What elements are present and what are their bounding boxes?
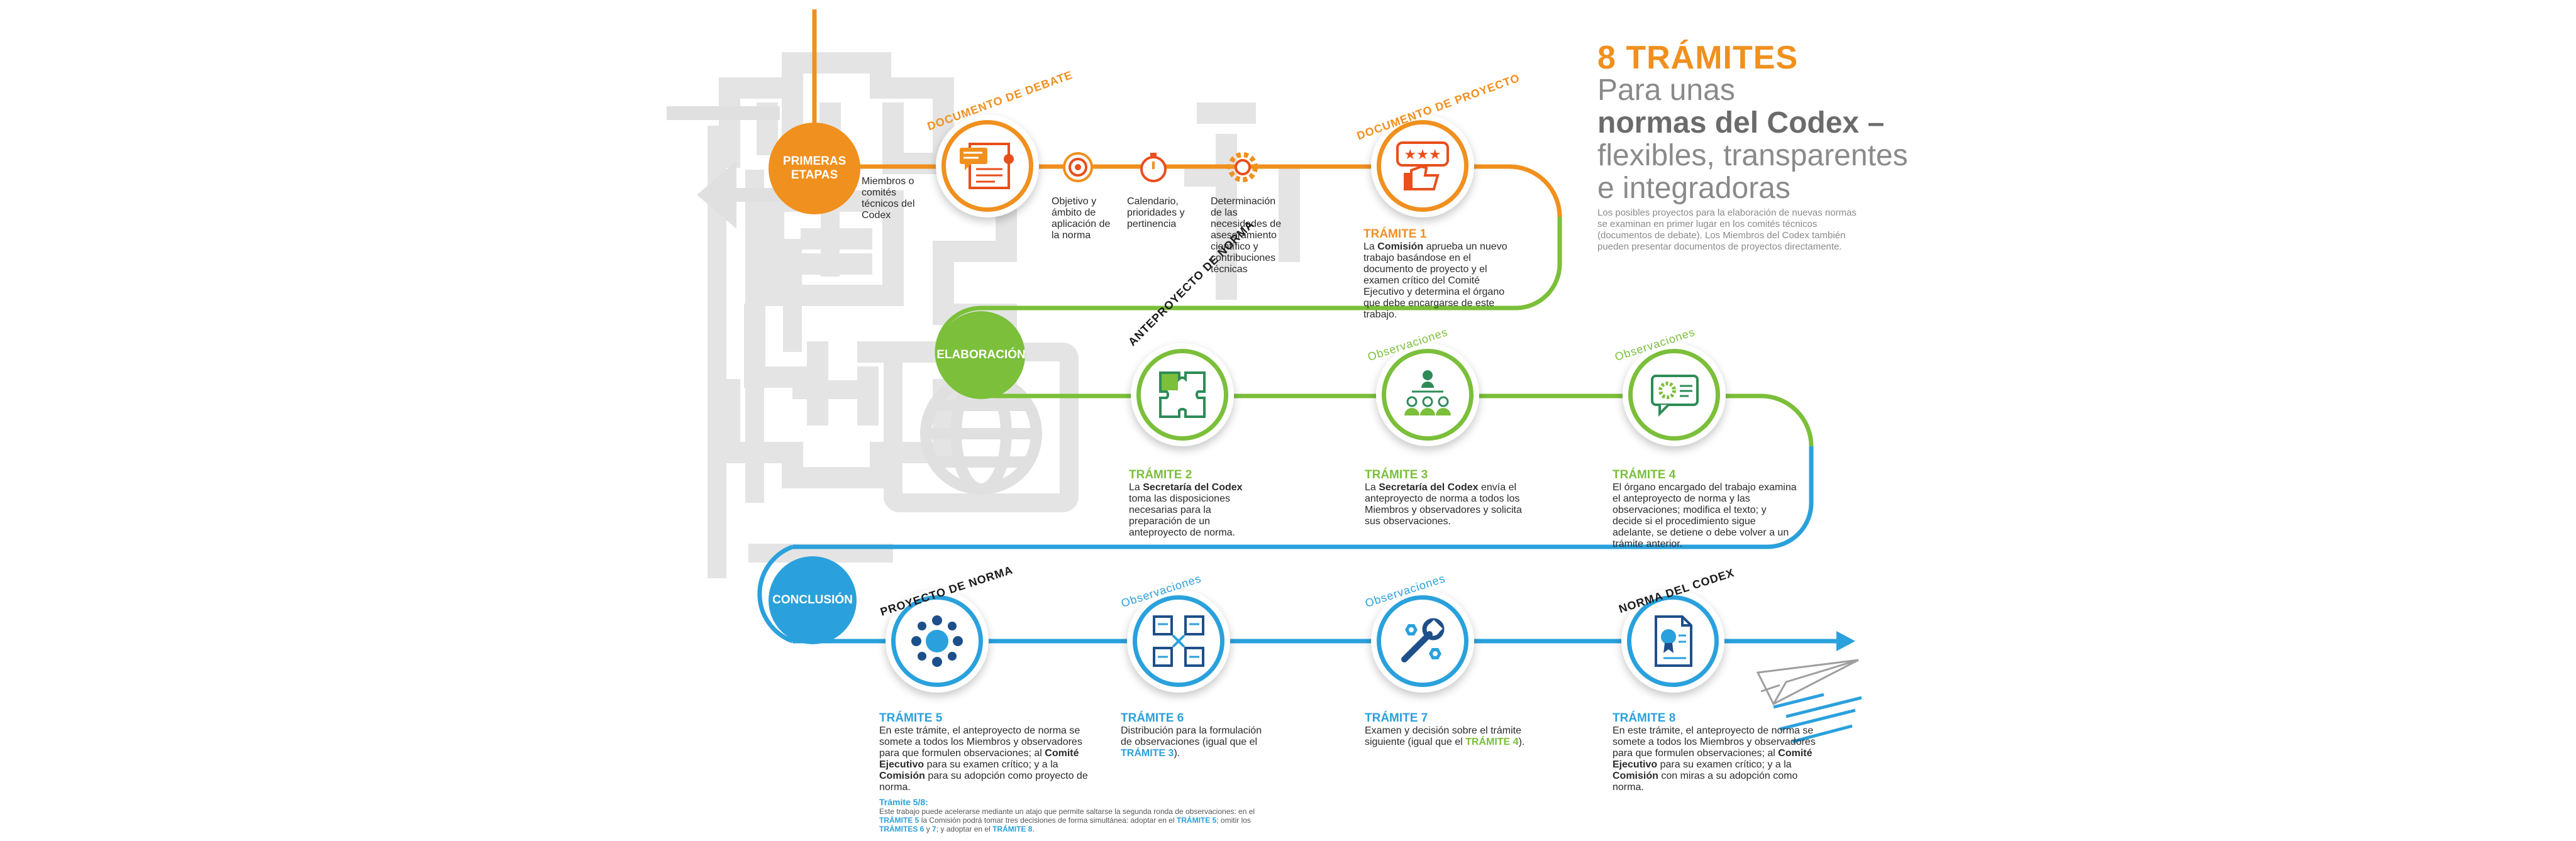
step-2-node [1131, 343, 1234, 446]
step-7-node [1371, 590, 1474, 693]
step-3-node [1376, 343, 1479, 446]
step-5-text-c: para su adopción como proyecto de norma. [879, 771, 1088, 793]
step-6-title: TRÁMITE 6 [1121, 712, 1184, 725]
step-5-text-a: En este trámite, el anteproyecto de norm… [879, 725, 1082, 759]
step-3-lead: La [1365, 482, 1376, 493]
note-text-e: ; y adoptar en el [936, 825, 991, 833]
step-6-text: Distribución para la formulación de obse… [1121, 725, 1262, 747]
step-3-text: envía el anteproyecto de norma a todos l… [1365, 482, 1522, 527]
blue-arrowhead [1836, 631, 1855, 651]
members-text: Miembros o comités técnicos del Codex [862, 176, 915, 221]
stage-conclusion-hub: CONCLUSIÓN [769, 556, 857, 644]
step-8-text-a: En este trámite, el anteproyecto de norm… [1613, 725, 1816, 759]
objective-text: Objetivo y ámbito de aplicación de la no… [1052, 196, 1111, 241]
step-2-title: TRÁMITE 2 [1129, 468, 1192, 481]
note-ref-b: TRÁMITE 5 [1176, 816, 1217, 825]
step-8-node [1621, 590, 1724, 693]
step-5-8-title: Trámite 5/8: [879, 797, 928, 807]
stage-elaboration-label: ELABORACIÓN [936, 348, 1026, 361]
step-7: TRÁMITE 7 Examen y decisión sobre el trá… [1365, 712, 1535, 748]
speed-lines [1773, 693, 1862, 744]
discussion-doc-node [936, 114, 1039, 217]
puzzle-icon [1159, 371, 1206, 418]
svg-text:★★★: ★★★ [1404, 147, 1441, 163]
needs-text: Determinación de las necesidades de ases… [1211, 196, 1282, 275]
note-text-f: . [1032, 825, 1035, 833]
step-6: TRÁMITE 6 Distribución para la formulaci… [1121, 712, 1265, 759]
stopwatch-icon [1137, 151, 1170, 187]
stage-early-hub: PRIMERAS ETAPAS [769, 123, 860, 214]
step-1-actor: Comisión [1377, 241, 1424, 252]
title-line-2: normas del Codex – [1597, 106, 1885, 140]
step-5-title: TRÁMITE 5 [879, 712, 943, 725]
title-line-3: flexibles, transparentes [1597, 139, 1908, 172]
calendar-text: Calendario, prioridades y pertinencia [1127, 196, 1185, 229]
group-meeting-icon [1404, 370, 1451, 415]
step-5: TRÁMITE 5 En este trámite, el anteproyec… [879, 712, 1093, 793]
distribution-icon [1153, 615, 1204, 667]
step-5-8-note: Trámite 5/8: Este trabajo puede acelerar… [879, 797, 1269, 833]
stage-elaboration-hub: ELABORACIÓN [936, 311, 1026, 399]
step-4-text: El órgano encargado del trabajo examina … [1613, 482, 1797, 549]
step-6-node [1127, 590, 1230, 693]
step-6-end: ). [1174, 748, 1180, 759]
project-doc-node: ★★★ [1371, 114, 1474, 217]
step-7-ref: TRÁMITE 4 [1465, 737, 1519, 747]
step-2-text: toma las disposiciones necesarias para l… [1129, 493, 1235, 538]
step-4-title: TRÁMITE 4 [1613, 468, 1676, 481]
step-4-node [1623, 343, 1726, 446]
step-5-node [886, 590, 989, 693]
note-text-b: la Comisión podrá tomar tres decisiones … [921, 816, 1175, 825]
certificate-icon [1655, 615, 1692, 667]
step-8-actor-a: Comité Ejecutivo [1613, 748, 1813, 770]
step-3: TRÁMITE 3 La Secretaría del Codex envía … [1365, 468, 1535, 527]
wrench-bolts-icon [1401, 618, 1445, 662]
stage-conclusion-label: CONCLUSIÓN [772, 593, 853, 607]
step-2-actor: Secretaría del Codex [1143, 482, 1243, 493]
step-8: TRÁMITE 8 En este trámite, el anteproyec… [1613, 712, 1820, 793]
step-8-text-c: con miras a su adopción como norma. [1613, 771, 1798, 793]
step-5-actor-a: Comité Ejecutivo [879, 748, 1079, 770]
note-ref-a: TRÁMITE 5 [879, 816, 919, 825]
title-line-4: e integradoras [1597, 172, 1790, 205]
step-5-actor-b: Comisión [879, 771, 925, 781]
document-chat-icon [960, 143, 1014, 189]
step-2-lead: La [1129, 482, 1140, 493]
step-8-title: TRÁMITE 8 [1613, 712, 1676, 725]
step-6-ref: TRÁMITE 3 [1121, 748, 1174, 759]
step-8-actor-b: Comisión [1613, 771, 1658, 781]
step-3-title: TRÁMITE 3 [1365, 468, 1428, 481]
step-1-text: aprueba un nuevo trabajo basándose en el… [1363, 241, 1507, 320]
note-text-c: ; omitir los [1216, 816, 1251, 825]
title-line-1: Para unas [1597, 74, 1735, 107]
note-ref-e: TRÁMITE 8 [992, 825, 1033, 833]
step-1-lead: La [1363, 241, 1375, 252]
thumbs-up-rating-icon: ★★★ [1396, 141, 1449, 190]
stage-early-label: PRIMERAS ETAPAS [783, 155, 847, 182]
step-1-title: TRÁMITE 1 [1363, 228, 1427, 241]
step-1: TRÁMITE 1 La Comisión aprueba un nuevo t… [1363, 228, 1521, 321]
note-ref-c: TRÁMITES 6 [879, 825, 924, 833]
note-ref-d: 7 [932, 825, 936, 833]
note-text-a: Este trabajo puede acelerarse mediante u… [879, 807, 1255, 816]
intro-text: Los posibles proyectos para la elaboraci… [1597, 207, 1857, 252]
title-count: 8 TRÁMITES [1597, 40, 1799, 76]
round-table-icon [911, 615, 963, 667]
target-icon [1062, 151, 1094, 187]
step-7-title: TRÁMITE 7 [1365, 712, 1428, 725]
step-7-end: ). [1518, 737, 1525, 747]
step-5-text-b: para su examen crítico; y a la [926, 759, 1058, 770]
step-7-text: Examen y decisión sobre el trámite sigui… [1365, 725, 1521, 747]
step-8-text-b: para su examen crítico; y a la [1660, 759, 1792, 770]
gear-icon [1226, 151, 1259, 187]
step-4: TRÁMITE 4 El órgano encargado del trabaj… [1613, 468, 1798, 550]
chat-gear-icon [1651, 375, 1699, 417]
step-2: TRÁMITE 2 La Secretaría del Codex toma l… [1129, 468, 1248, 539]
step-3-actor: Secretaría del Codex [1379, 482, 1479, 493]
paper-plane-icon [1756, 659, 1859, 706]
note-text-d: y [926, 825, 930, 833]
